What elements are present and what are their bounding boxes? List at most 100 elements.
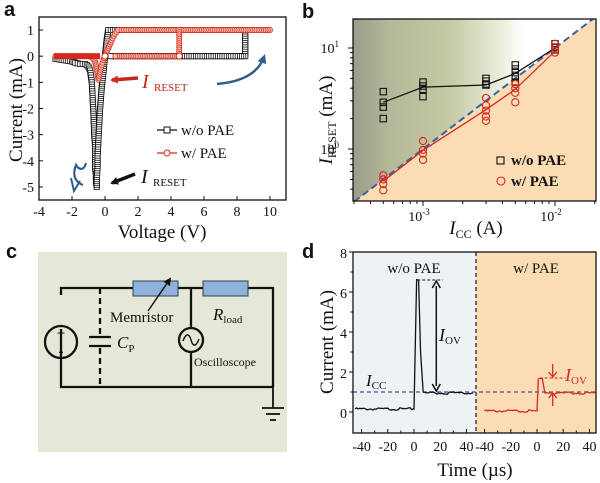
data-point-w-pae <box>550 48 560 57</box>
mean-line-w-pae <box>382 50 556 182</box>
set-point-marker <box>175 52 183 60</box>
memristor-label: Memristor <box>110 310 173 326</box>
memristor-icon <box>132 280 179 297</box>
data-point-w-pae <box>418 149 428 158</box>
data-point-w-pae <box>418 155 428 165</box>
data-point-wo-pae <box>379 114 388 123</box>
legend-square-marker <box>163 126 171 134</box>
x-tick-label: -4 <box>33 205 45 220</box>
ireset-red-main: I <box>141 71 150 93</box>
panel-b-below-diagonal-region <box>355 19 596 201</box>
data-point-wo-pae <box>419 85 427 94</box>
iov-right-label: IOV <box>564 365 587 387</box>
x-tick-label: 10-3 <box>408 207 430 225</box>
y-tick-label: 0 <box>340 407 347 422</box>
data-point-w-pae <box>418 145 428 155</box>
circuit-wires <box>59 286 275 389</box>
y-tick-label: 4 <box>340 327 347 342</box>
iov-left-label: IOV <box>438 325 461 347</box>
rload-label: Rload <box>212 305 243 326</box>
panel-b-ylabel: IRESET (mA) <box>316 76 339 166</box>
panel-a-plot-area <box>52 26 273 190</box>
region-label-w-pae: w/ PAE <box>513 261 559 277</box>
origin-marker <box>101 52 109 60</box>
y-tick-label: 101 <box>321 39 340 57</box>
y-tick-label: -3 <box>22 129 34 144</box>
y-tick-exponent: 0 <box>335 140 340 150</box>
data-point-w-pae <box>481 106 491 115</box>
panel-d-frame <box>352 251 597 434</box>
data-point-wo-pae <box>379 98 388 107</box>
x-tick-label: 10 <box>263 205 277 220</box>
y-tick-label: 6 <box>340 287 347 302</box>
x-tick-label: 6 <box>201 205 208 220</box>
iov-right-annotation <box>539 364 566 406</box>
data-point-w-pae <box>379 171 388 180</box>
legend-label-wo-pae: w/o PAE <box>181 123 234 139</box>
panel-label-b: b <box>302 1 314 23</box>
panel-b-legend: w/o PAE w/ PAE <box>496 153 566 190</box>
y-tick-exponent: 1 <box>335 39 340 49</box>
ireset-black-main: I <box>140 166 149 188</box>
x-tick-label-right: -40 <box>475 440 494 455</box>
cp-label: CP <box>117 333 134 355</box>
panel-a-legend: w/o PAE w/ PAE <box>157 123 234 162</box>
b-ylabel-sub: RESET <box>325 121 339 158</box>
data-point-w-pae <box>112 53 119 60</box>
b-xlabel-sub: CC <box>456 227 472 241</box>
y-tick-label: 8 <box>340 247 347 262</box>
panel-d-plot-area <box>354 278 597 413</box>
data-point-w-pae <box>481 112 491 121</box>
panel-a-xlabel: Voltage (V) <box>118 222 207 243</box>
y-tick-label: -5 <box>22 181 34 196</box>
legend-circle-marker <box>496 176 506 186</box>
data-point-w-pae <box>511 98 520 107</box>
y-tick-label: -2 <box>22 103 34 118</box>
red-arrow-icon <box>110 75 139 84</box>
iov-arrow-down-icon <box>431 383 441 393</box>
parasitic-capacitor-icon <box>89 335 111 348</box>
region-label-wo-pae: w/o PAE <box>387 261 440 277</box>
panel-b-frame <box>352 18 597 202</box>
data-point-w-pae <box>511 88 520 97</box>
data-point-w-pae <box>511 79 520 89</box>
iov-left-annotation <box>417 279 443 393</box>
x-tick-label-left: 40 <box>459 440 473 455</box>
x-tick-label-left: -20 <box>378 440 397 455</box>
panel-d-right-background <box>476 252 596 433</box>
load-resistor-icon <box>202 280 249 297</box>
data-point-w-pae <box>481 116 491 125</box>
x-tick-label-right: 40 <box>582 440 596 455</box>
data-point-w-pae <box>379 179 388 189</box>
data-point-wo-pae <box>419 92 427 101</box>
legend-label-wo-pae: w/o PAE <box>511 153 566 169</box>
panel-a-annotation-ireset-red: I RESET <box>110 71 188 94</box>
ireset-black-sub: RESET <box>153 177 187 189</box>
panel-b-xlabel: ICC (A) <box>448 218 502 241</box>
data-point-w-pae <box>379 175 388 184</box>
voltage-source-icon <box>43 324 79 360</box>
mean-line-wo-pae <box>383 47 556 103</box>
x-tick-exponent: -2 <box>554 207 562 217</box>
data-point-w-pae <box>418 136 428 146</box>
x-tick-label-left: 0 <box>411 440 418 455</box>
variable-resistance-arrow-icon <box>147 277 172 312</box>
panel-a-frame <box>38 16 287 201</box>
ireset-red-sub: RESET <box>154 82 188 94</box>
panel-label-d: d <box>302 241 314 263</box>
x-tick-label-right: 0 <box>534 440 541 455</box>
x-tick-label-left: -40 <box>352 440 371 455</box>
data-point-wo-pae <box>482 81 490 89</box>
data-point-w-pae <box>511 84 520 93</box>
panel-d-ylabel: Current (mA) <box>317 290 338 394</box>
sine-wave-icon <box>182 334 200 346</box>
icc-label: ICC <box>365 371 386 392</box>
x-tick-label-right: -20 <box>501 440 520 455</box>
iov-arrow-up-icon <box>431 279 441 289</box>
